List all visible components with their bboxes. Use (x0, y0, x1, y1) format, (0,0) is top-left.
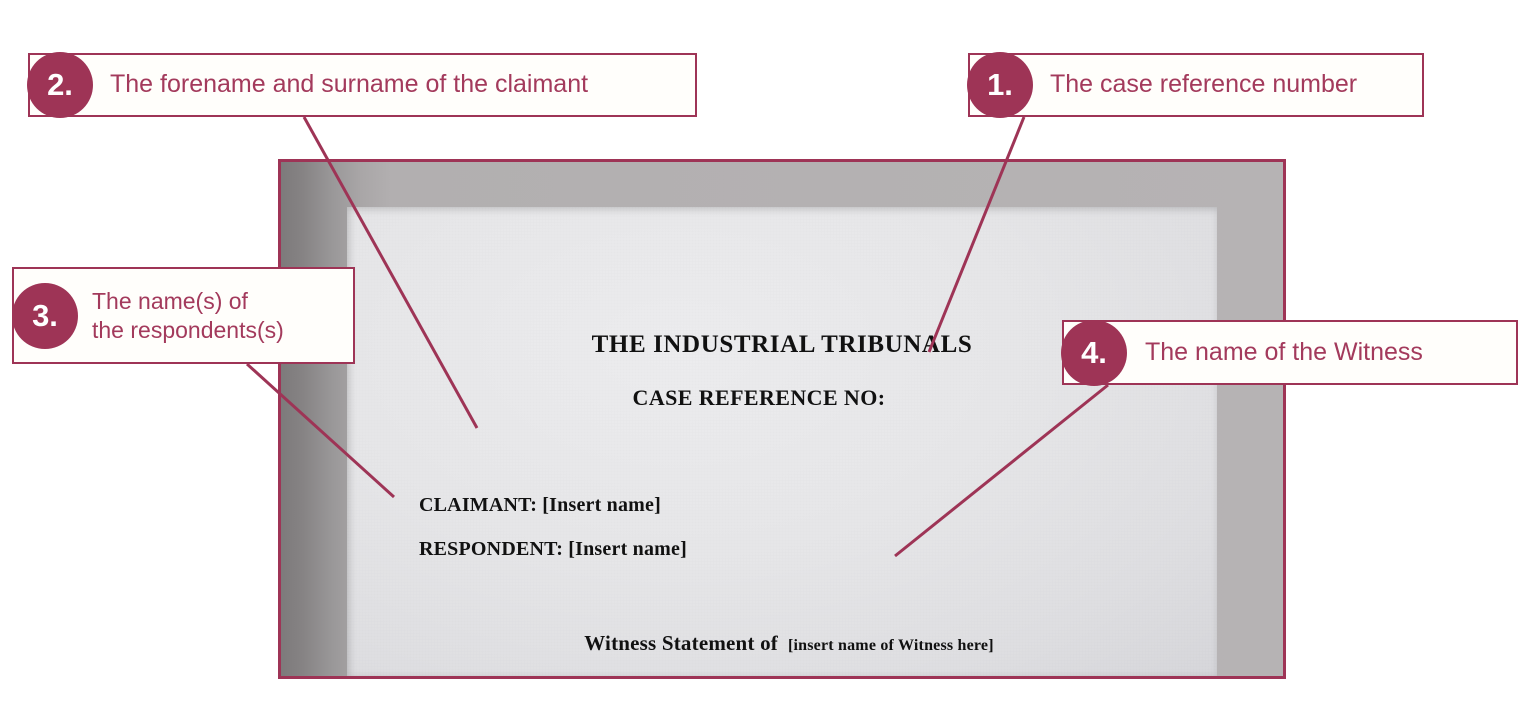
respondent-line: RESPONDENT: [Insert name] (419, 538, 687, 560)
callout-4-label: The name of the Witness (1145, 337, 1423, 366)
document-photo-frame: THE INDUSTRIAL TRIBUNALS CASE REFERENCE … (278, 159, 1286, 679)
callout-2-label: The forename and surname of the claimant (110, 70, 589, 99)
callout-2-box (28, 53, 697, 117)
callout-4-box (1062, 320, 1518, 385)
callout-1[interactable]: 1. The case reference number (967, 52, 1424, 118)
case-reference-no-label: CASE REFERENCE NO: (632, 385, 886, 410)
document-title: THE INDUSTRIAL TRIBUNALS (591, 331, 973, 358)
callout-1-label: The case reference number (1050, 70, 1358, 99)
document-page: THE INDUSTRIAL TRIBUNALS CASE REFERENCE … (347, 207, 1217, 676)
witness-statement-line: Witness Statement of [insert name of Witn… (347, 631, 1217, 656)
callout-4-number-badge: 4. (1061, 319, 1127, 386)
callout-2-number-badge: 2. (27, 52, 93, 118)
witness-statement-placeholder: [insert name of Witness here] (787, 637, 994, 654)
claimant-line: CLAIMANT: [Insert name] (419, 494, 661, 516)
callout-3[interactable]: 3. The name(s) of the respondents(s) (12, 267, 355, 364)
callout-1-number-badge: 1. (967, 52, 1033, 118)
callout-3-label: The name(s) of the respondents(s) (92, 288, 284, 343)
callout-3-number-badge: 3. (12, 282, 78, 349)
callout-4[interactable]: 4. The name of the Witness (1061, 319, 1518, 386)
callout-2[interactable]: 2. The forename and surname of the claim… (27, 52, 697, 118)
witness-statement-label: Witness Statement of (584, 631, 778, 655)
